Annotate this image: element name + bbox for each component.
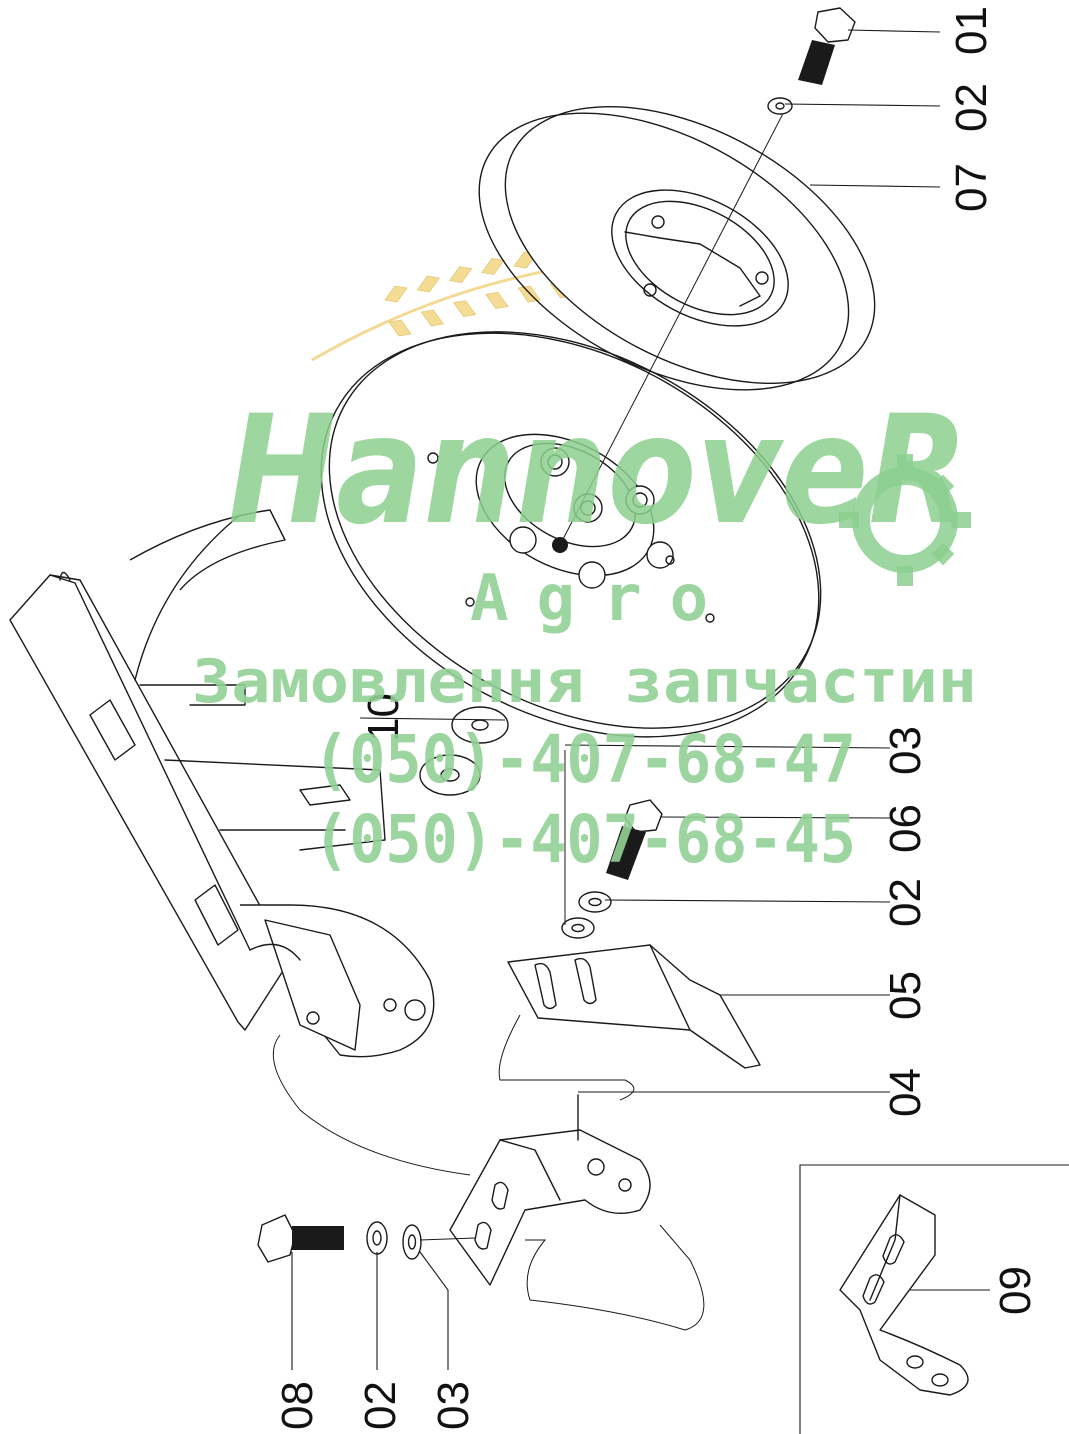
watermark-sub: Agro [470, 562, 736, 636]
part-02-washer-mid [578, 891, 612, 913]
inset-box-part-09 [799, 1164, 1069, 1434]
label-03-bottom: 03 [429, 1381, 478, 1430]
part-05-scraper-plate [507, 944, 761, 1069]
part-labels: 01 02 07 10 03 06 02 05 04 09 08 02 03 [273, 6, 1040, 1430]
label-03-mid: 03 [881, 726, 930, 775]
part-02-washer-bottom [366, 1221, 388, 1255]
label-05: 05 [881, 971, 930, 1020]
part-03-washer-bottom [402, 1224, 476, 1260]
part-03-washer-mid [561, 750, 595, 939]
callout-lines [291, 29, 990, 1370]
watermark-phone-1: (050)-407-68-47 [313, 721, 856, 798]
wheat-grain-icon [384, 285, 408, 303]
watermark-brand: HannoveR [228, 384, 968, 558]
part-08-bolt [257, 1214, 344, 1263]
label-01: 01 [947, 6, 996, 55]
part-04-bracket [449, 1014, 705, 1331]
frame-scraper-arm [9, 509, 471, 1176]
wheat-grain-icon [420, 309, 445, 327]
wheat-grain-icon [485, 292, 509, 309]
watermark: HannoveR Agro Замовлення запчастин (050)… [192, 384, 977, 878]
label-04: 04 [881, 1068, 930, 1117]
wheat-grain-icon [481, 258, 505, 275]
wheat-grain-icon [517, 285, 541, 303]
part-10-washer [419, 706, 509, 796]
label-10: 10 [359, 693, 408, 742]
wheat-grain-icon [388, 319, 412, 337]
label-09: 09 [991, 1266, 1040, 1315]
label-08: 08 [273, 1381, 322, 1430]
wheat-grain-icon [416, 275, 441, 293]
watermark-order-text: Замовлення запчастин [192, 647, 977, 717]
watermark-phone-2: (050)-407-68-45 [313, 801, 856, 878]
part-02-washer-top [767, 97, 793, 115]
watermark-gear-icon [839, 454, 971, 586]
label-02-bottom: 02 [356, 1381, 405, 1430]
part-01-bolt [798, 7, 856, 85]
part-06-bolt [606, 799, 663, 880]
label-07: 07 [947, 163, 996, 212]
disc-hub-assembly [320, 99, 822, 738]
label-02-mid: 02 [881, 878, 930, 927]
label-02-top: 02 [947, 83, 996, 132]
label-06: 06 [881, 804, 930, 853]
wheat-grain-icon [448, 266, 473, 284]
wheat-grain-icon [452, 300, 477, 318]
